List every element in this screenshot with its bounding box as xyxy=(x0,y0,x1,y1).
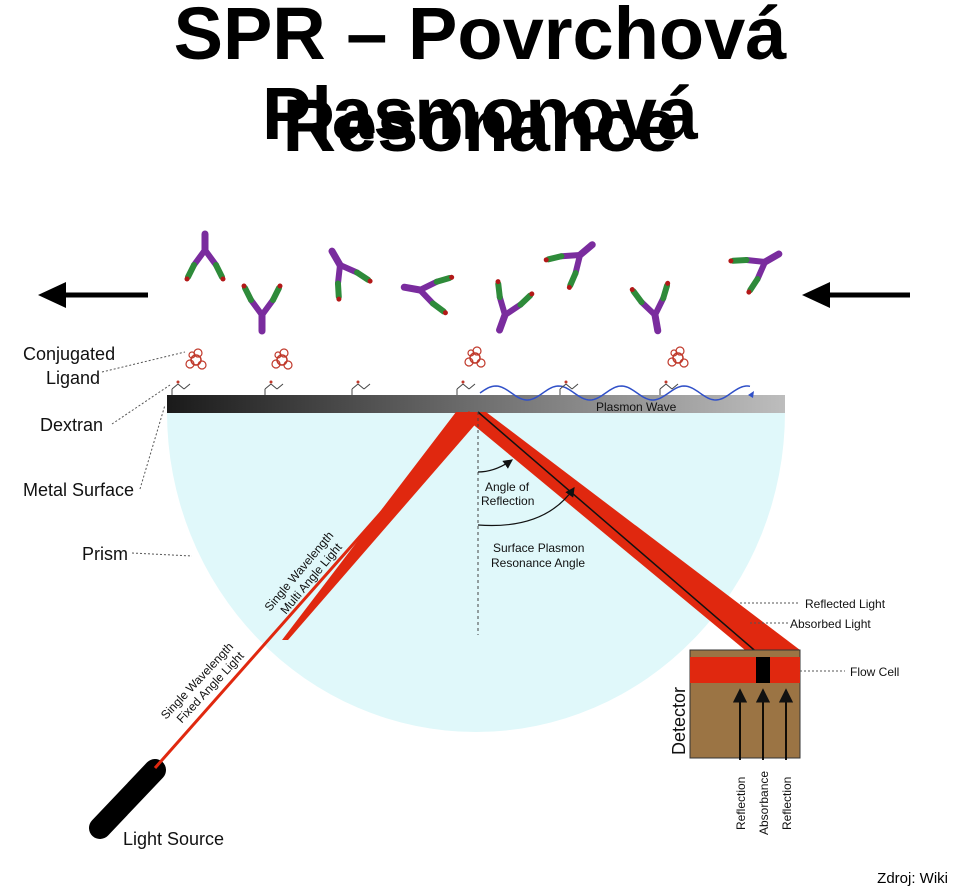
label-detector: Detector xyxy=(669,687,689,755)
dextran-linker xyxy=(171,380,191,396)
label-resonance-angle: Resonance Angle xyxy=(491,556,585,570)
reflected-beam xyxy=(458,412,800,650)
label-conjugated: Conjugated xyxy=(23,344,115,364)
dextran-linker xyxy=(264,380,284,396)
antibody xyxy=(185,234,226,282)
source-credit: Zdroj: Wiki xyxy=(877,870,948,887)
light-source xyxy=(89,759,166,839)
label-ligand: Ligand xyxy=(46,368,100,388)
label-light-source: Light Source xyxy=(123,829,224,849)
label-reflection: Reflection xyxy=(481,494,534,508)
spr-angle-arc xyxy=(477,487,575,527)
conjugated-ligand xyxy=(271,348,293,370)
metal-surface xyxy=(167,395,785,413)
label-dextran: Dextran xyxy=(40,415,103,435)
incident-beam xyxy=(282,412,486,640)
leader-lines xyxy=(101,351,845,672)
flow-cell xyxy=(690,657,800,683)
conjugated-ligand xyxy=(185,348,207,370)
antibody xyxy=(543,229,606,291)
antibody xyxy=(401,267,455,316)
conjugated-ligand xyxy=(464,346,486,368)
prism xyxy=(167,412,785,732)
antibody xyxy=(727,236,789,295)
antibody xyxy=(242,284,283,332)
label-det-absorbance: Absorbance xyxy=(757,771,771,835)
absorbance-mark xyxy=(756,657,770,683)
flow-arrow-right xyxy=(802,282,910,308)
antibody xyxy=(314,241,373,303)
flow-arrow-left xyxy=(38,282,148,308)
dextran-linker xyxy=(456,380,476,396)
angle-of-reflection-arc xyxy=(477,459,513,473)
title-line-1: SPR – Povrchová Plasmonová xyxy=(173,0,787,155)
plasmon-wave xyxy=(479,385,751,401)
label-prism: Prism xyxy=(82,544,128,564)
antibody xyxy=(629,280,678,334)
plasmon-wave-arrowhead xyxy=(748,391,754,398)
label-metal-surface: Metal Surface xyxy=(23,480,134,500)
label-angle-of: Angle of xyxy=(485,480,530,494)
label-reflected-light: Reflected Light xyxy=(805,597,886,611)
antibody xyxy=(480,278,535,337)
label-det-reflection-left: Reflection xyxy=(734,777,748,830)
label-plasmon-wave: Plasmon Wave xyxy=(596,400,677,414)
absorbed-light-line xyxy=(477,411,761,656)
label-det-reflection-right: Reflection xyxy=(780,777,794,830)
label-flow-cell: Flow Cell xyxy=(850,665,899,679)
label-surface-plasmon: Surface Plasmon xyxy=(493,541,584,555)
dextran-linker xyxy=(351,380,371,396)
label-absorbed-light: Absorbed Light xyxy=(790,617,871,631)
conjugated-ligand xyxy=(667,346,689,368)
title-line-2: Resonance xyxy=(282,84,678,167)
